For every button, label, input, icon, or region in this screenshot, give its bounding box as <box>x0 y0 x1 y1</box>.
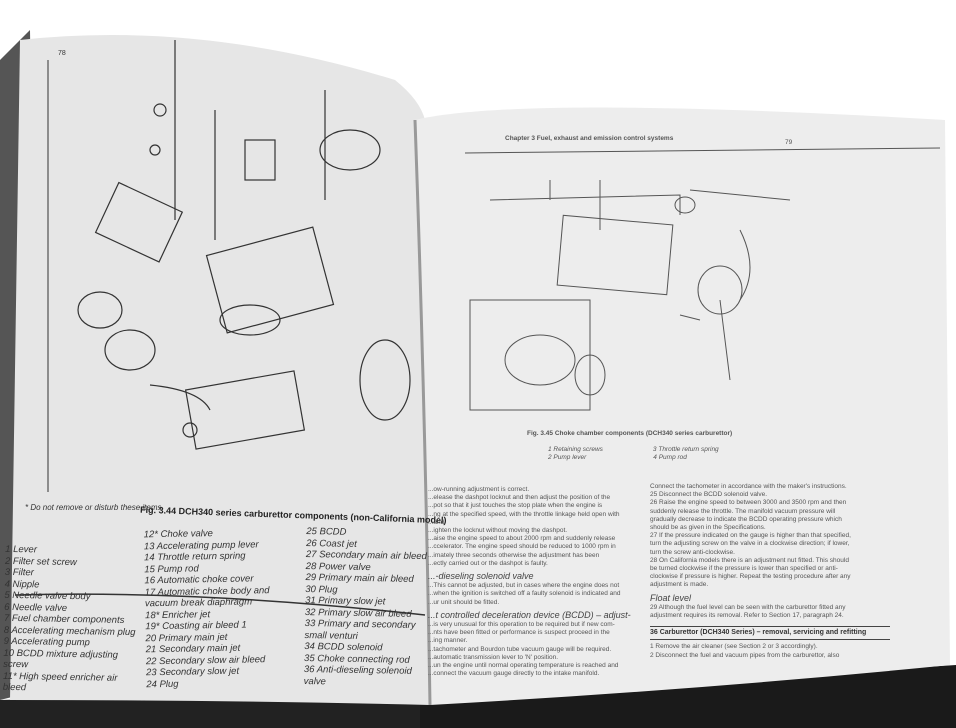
paragraph-line: 25 Disconnect the BCDD solenoid valve. <box>650 491 768 499</box>
paragraph-line: ...ing manner. <box>428 637 468 645</box>
paragraph-line: 1 Remove the air cleaner (see Section 2 … <box>650 643 818 651</box>
paragraph-line: ...This cannot be adjusted, but in cases… <box>428 582 620 590</box>
paragraph-line: ...when the ignition is switched off a f… <box>428 590 621 598</box>
carburettor-exploded-diagram <box>77 40 411 450</box>
right-page-column-2: Connect the tachometer in accordance wit… <box>650 483 900 660</box>
paragraph-line: ...un the engine until normal operating … <box>428 662 619 670</box>
paragraph-line: turn the adjusting screw on the valve in… <box>650 540 850 548</box>
paragraph-line: ...ng at the specified speed, with the t… <box>428 510 620 518</box>
legend-item: 2 Pump lever <box>548 454 587 462</box>
legend-item: 11* High speed enricher air bleed <box>2 670 118 694</box>
paragraph-line: 29 Although the fuel level can be seen w… <box>650 603 846 611</box>
paragraph-line: Connect the tachometer in accordance wit… <box>650 483 847 490</box>
paragraph-line: ...pot so that it just touches the stop … <box>428 502 603 510</box>
paragraph-line: ...elease the dashpot locknut and then a… <box>428 494 611 502</box>
left-page <box>10 35 430 705</box>
paragraph-line: ...aise the engine speed to about 2000 r… <box>428 535 616 543</box>
paragraph-line: clockwise if pressure is higher. Repeat … <box>650 573 851 581</box>
right-page-column-1: ...ow-running adjustment is correct. ...… <box>428 486 653 678</box>
legend-item: 17 Automatic choke body and vacuum break… <box>144 584 270 610</box>
paragraph-line: adjustment requires its removal. Refer t… <box>650 612 844 620</box>
paragraph-line: adjustment is made. <box>650 581 709 589</box>
running-header: Chapter 3 Fuel, exhaust and emission con… <box>505 135 674 142</box>
paragraph-line: should be as given in the Specifications… <box>650 524 766 532</box>
subheading-bcdd: ...t controlled deceleration device (BCD… <box>428 609 631 620</box>
paragraph-line: be turned clockwise if the pressure is l… <box>650 565 838 573</box>
paragraph-line: ...automatic transmission lever to 'N' p… <box>428 653 559 661</box>
paragraph-line: ...tachometer and Bourdon tube vacuum ga… <box>428 645 612 653</box>
paragraph-line: gradually decrease to indicate the BCDD … <box>650 515 842 523</box>
legend-item: 10 BCDD mixture adjusting screw <box>3 647 119 671</box>
paragraph-line: 27 If the pressure indicated on the gaug… <box>650 532 851 540</box>
choke-chamber-diagram <box>469 180 791 411</box>
left-page-bottom-rule <box>14 593 426 616</box>
legend-column-3: 25 BCDD 26 Coast jet 27 Secondary main a… <box>303 526 427 689</box>
figure-3-45-caption: Fig. 3.45 Choke chamber components (DCH3… <box>527 430 733 437</box>
section-36-heading: 36 Carburettor (DCH340 Series) – removal… <box>650 626 890 641</box>
paragraph-line: ...connect the vacuum gauge directly to … <box>428 670 600 678</box>
paragraph-line: ...and. <box>428 518 447 526</box>
paragraph-line: 26 Raise the engine speed to between 300… <box>650 499 847 507</box>
do-not-remove-note: * Do not remove or disturb these items <box>25 503 162 512</box>
right-page-number: 79 <box>785 139 793 146</box>
figure-3-45-legend: 1 Retaining screws 3 Throttle return spri… <box>548 446 719 462</box>
legend-item: 33 Primary and secondary small venturi <box>304 617 416 642</box>
paragraph-line: ...ur unit should be fitted. <box>428 598 500 606</box>
legend-item: 1 Retaining screws <box>548 446 603 453</box>
paragraph-line: ...nts have been fitted or performance i… <box>428 629 610 637</box>
paragraph-line: ...ow-running adjustment is correct. <box>428 486 530 493</box>
paragraph-line: suddenly release the throttle. The manif… <box>650 507 836 515</box>
subheading-float-level: Float level <box>650 592 692 603</box>
paragraph-line: ...is very unusual for this operation to… <box>428 621 615 629</box>
paragraph-line: ...ectly carried out or the dashpot is f… <box>428 559 548 567</box>
paragraph-line: 2 Disconnect the fuel and vacuum pipes f… <box>650 651 840 659</box>
right-page <box>415 107 950 705</box>
legend-column-2: 12* Choke valve 13 Accelerating pump lev… <box>144 527 297 691</box>
paragraph-line: ...ccelerator. The engine speed should b… <box>428 543 616 551</box>
book-edge-bottom-right <box>420 665 956 728</box>
book-spine <box>413 119 432 706</box>
legend-item: 3 Throttle return spring <box>652 446 719 453</box>
subheading-anti-dieseling: ...-dieseling solenoid valve <box>428 571 534 582</box>
legend-item: 4 Pump rod <box>653 454 687 462</box>
legend-item: 36 Anti-dieseling solenoid valve <box>303 663 412 687</box>
right-header-rule <box>464 147 941 154</box>
paragraph-line: 28 On California models there is an adju… <box>650 556 849 564</box>
legend-column-1: 1 Lever 2 Filter set screw 3 Filter 4 Ni… <box>3 544 141 696</box>
left-page-number: 78 <box>58 50 66 57</box>
paragraph-line: turn the screw anti-clockwise. <box>650 548 735 556</box>
paragraph-line: ...ighten the locknut without moving the… <box>428 527 568 535</box>
paragraph-line: ...imately three seconds otherwise the a… <box>428 551 600 559</box>
